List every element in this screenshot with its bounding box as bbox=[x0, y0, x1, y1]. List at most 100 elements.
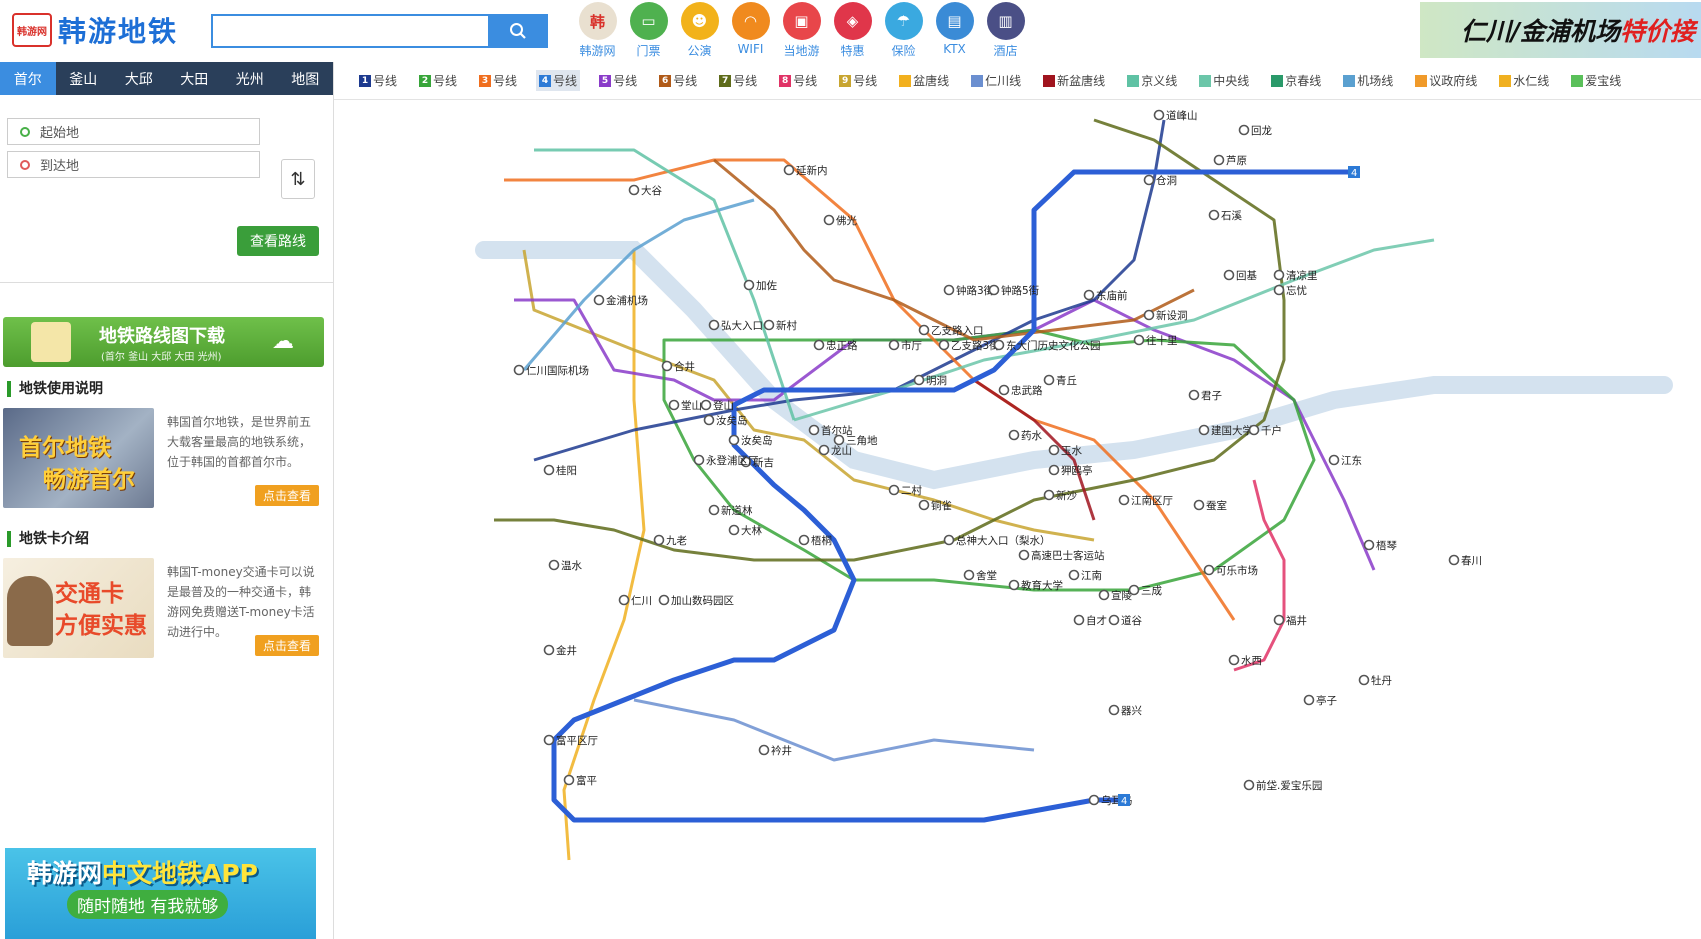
station[interactable]: 汝矣岛 bbox=[703, 414, 748, 427]
nav-hotel[interactable]: ▥酒店 bbox=[982, 2, 1029, 59]
station[interactable]: 温水 bbox=[548, 559, 583, 572]
station[interactable]: 建国大学 bbox=[1198, 424, 1254, 437]
station[interactable]: 道峰山 bbox=[1153, 109, 1198, 122]
station[interactable]: 可乐市场 bbox=[1203, 564, 1259, 577]
station-marker[interactable] bbox=[1248, 424, 1260, 436]
station-marker[interactable] bbox=[998, 384, 1010, 396]
search-input[interactable] bbox=[211, 14, 488, 48]
station-marker[interactable] bbox=[1143, 309, 1155, 321]
station-marker[interactable] bbox=[818, 444, 830, 456]
station-marker[interactable] bbox=[1363, 539, 1375, 551]
station[interactable]: 新村 bbox=[763, 319, 798, 332]
station-marker[interactable] bbox=[1043, 489, 1055, 501]
station-marker[interactable] bbox=[798, 534, 810, 546]
station-marker[interactable] bbox=[543, 464, 555, 476]
station-marker[interactable] bbox=[1208, 209, 1220, 221]
line-tab[interactable]: 仁川线 bbox=[968, 70, 1024, 91]
station[interactable]: 前垈.爱宝乐园 bbox=[1243, 779, 1323, 792]
city-tab[interactable]: 首尔 bbox=[0, 62, 56, 95]
station[interactable]: 回基 bbox=[1223, 269, 1258, 282]
station[interactable]: 金井 bbox=[543, 644, 578, 657]
usage-image[interactable]: 首尔地铁 畅游首尔 bbox=[3, 408, 154, 508]
station-marker[interactable] bbox=[1118, 494, 1130, 506]
tmoney-image[interactable]: 交通卡 方便实惠 bbox=[3, 558, 154, 658]
station[interactable]: 市厅 bbox=[888, 339, 923, 352]
station-marker[interactable] bbox=[728, 434, 740, 446]
station[interactable]: 金浦机场 bbox=[593, 294, 649, 307]
station-marker[interactable] bbox=[1108, 614, 1120, 626]
station-marker[interactable] bbox=[943, 534, 955, 546]
map-download-banner[interactable]: 地铁路线图下载 (首尔 釜山 大邱 大田 光州) ☁ bbox=[3, 317, 324, 367]
station-marker[interactable] bbox=[628, 184, 640, 196]
station[interactable]: 舍堂 bbox=[963, 569, 998, 582]
station[interactable]: 芦原 bbox=[1213, 154, 1248, 167]
station-marker[interactable] bbox=[1133, 334, 1145, 346]
station-marker[interactable] bbox=[888, 339, 900, 351]
station[interactable]: 延新内 bbox=[783, 164, 828, 177]
nav-wifi[interactable]: ◠WIFI bbox=[727, 2, 774, 59]
station[interactable]: 汝矣岛 bbox=[728, 434, 773, 447]
station[interactable]: 千户 bbox=[1248, 424, 1283, 437]
station[interactable]: 三成 bbox=[1128, 584, 1163, 597]
station-marker[interactable] bbox=[963, 569, 975, 581]
city-tab[interactable]: 地图 bbox=[291, 71, 320, 88]
city-tab[interactable]: 大邱 bbox=[124, 71, 153, 88]
station[interactable]: 堂山 bbox=[668, 399, 703, 412]
station-marker[interactable] bbox=[1203, 564, 1215, 576]
line-tab[interactable]: 新盆唐线 bbox=[1040, 70, 1108, 91]
station[interactable]: 大林 bbox=[728, 524, 763, 537]
station-marker[interactable] bbox=[823, 214, 835, 226]
station-marker[interactable] bbox=[543, 734, 555, 746]
station[interactable]: 合井 bbox=[661, 360, 696, 373]
nav-car[interactable]: ▣当地游 bbox=[778, 2, 825, 59]
to-field[interactable]: 到达地 bbox=[7, 151, 260, 178]
station-marker[interactable] bbox=[1073, 614, 1085, 626]
station-marker[interactable] bbox=[658, 594, 670, 606]
station[interactable]: 蚕室 bbox=[1193, 499, 1228, 512]
station[interactable]: 水西 bbox=[1228, 654, 1263, 667]
station[interactable]: 回龙 bbox=[1238, 124, 1273, 137]
station[interactable]: 三角地 bbox=[833, 434, 878, 447]
station[interactable]: 加山数码园区 bbox=[658, 594, 735, 607]
station-marker[interactable] bbox=[993, 339, 1005, 351]
station[interactable]: 二村 bbox=[888, 484, 923, 497]
station-marker[interactable] bbox=[813, 339, 825, 351]
line-tab[interactable]: 水仁线 bbox=[1496, 70, 1552, 91]
station[interactable]: 牡丹 bbox=[1358, 674, 1393, 687]
station-marker[interactable] bbox=[740, 456, 752, 468]
line-tab[interactable]: 中央线 bbox=[1196, 70, 1252, 91]
station-marker[interactable] bbox=[1083, 289, 1095, 301]
from-field[interactable]: 起始地 bbox=[7, 118, 260, 145]
station[interactable]: 往十里 bbox=[1133, 334, 1178, 347]
station[interactable]: 东庙前 bbox=[1083, 289, 1128, 302]
station-marker[interactable] bbox=[988, 284, 1000, 296]
station-marker[interactable] bbox=[1273, 284, 1285, 296]
station-marker[interactable] bbox=[1108, 704, 1120, 716]
station[interactable]: 乙支路入口 bbox=[918, 324, 984, 337]
nav-ticket[interactable]: ▭门票 bbox=[625, 2, 672, 59]
station-marker[interactable] bbox=[563, 774, 575, 786]
station[interactable]: 衿井 bbox=[758, 744, 793, 757]
station-marker[interactable] bbox=[1223, 269, 1235, 281]
station-marker[interactable] bbox=[1018, 549, 1030, 561]
usage-view-button[interactable]: 点击查看 bbox=[254, 485, 319, 506]
station[interactable]: 梧桐 bbox=[798, 534, 833, 547]
station[interactable]: 君子 bbox=[1188, 389, 1223, 402]
station[interactable]: 首尔站 bbox=[808, 424, 853, 437]
station[interactable]: 梧琴 bbox=[1363, 539, 1398, 552]
station[interactable]: 器兴 bbox=[1108, 704, 1143, 717]
station-marker[interactable] bbox=[653, 534, 665, 546]
station[interactable]: 铜雀 bbox=[918, 499, 953, 512]
station-marker[interactable] bbox=[808, 424, 820, 436]
station-marker[interactable] bbox=[913, 374, 925, 386]
nav-umbrella[interactable]: ☂保险 bbox=[880, 2, 927, 59]
station-marker[interactable] bbox=[888, 484, 900, 496]
station-marker[interactable] bbox=[661, 360, 673, 372]
station[interactable]: 福井 bbox=[1273, 614, 1308, 627]
station-marker[interactable] bbox=[1448, 554, 1460, 566]
station[interactable]: 药水 bbox=[1008, 429, 1043, 442]
station-marker[interactable] bbox=[548, 559, 560, 571]
